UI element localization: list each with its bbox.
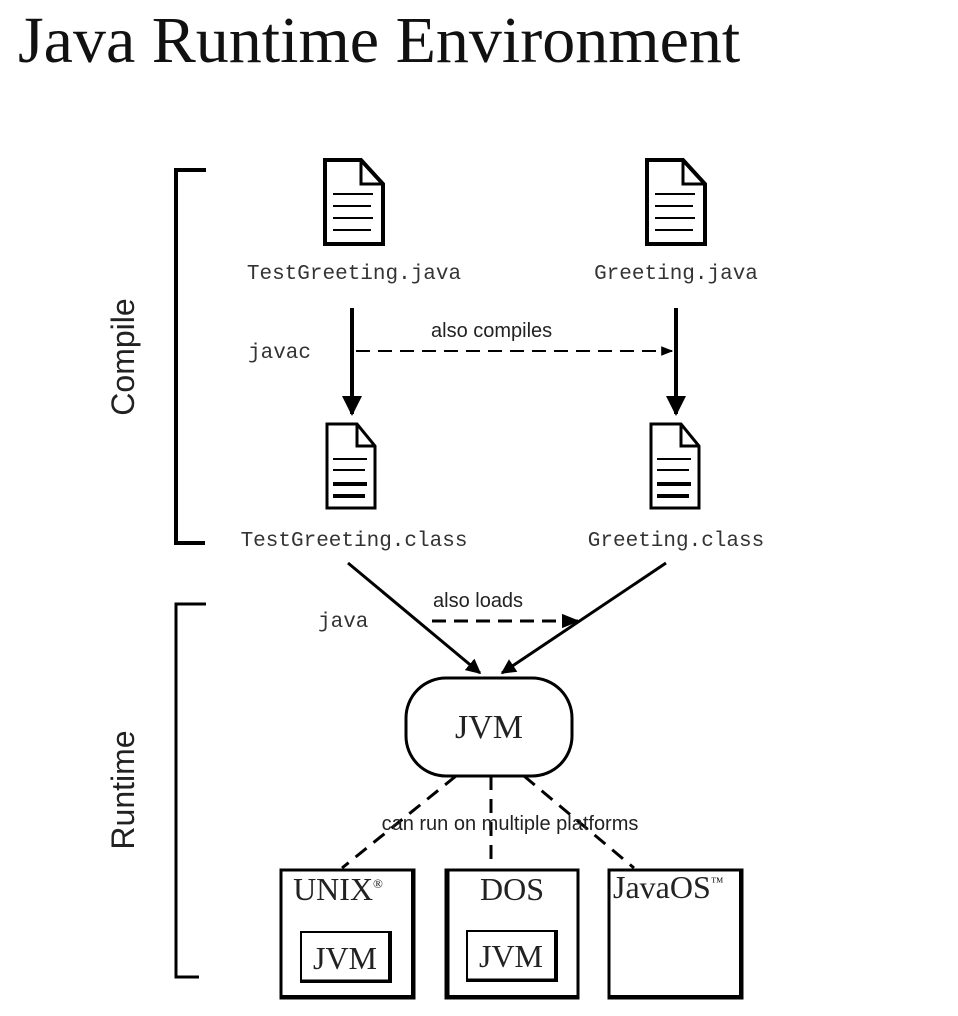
document-icon [323,158,385,246]
trademark-mark: ™ [711,874,724,889]
also-compiles-label: also compiles [431,320,552,342]
platform-name: JavaOS [613,869,711,905]
jvm-node-label: JVM [455,709,523,746]
multiple-platforms-label: can run on multiple platforms [382,813,639,835]
compile-section-label: Compile [105,298,141,415]
class-file-label: TestGreeting.class [241,530,468,553]
platform-javaos: JavaOS™ [607,868,744,1000]
javac-label: javac [248,342,311,365]
inner-jvm-label: JVM [479,938,543,974]
compile-bracket [174,168,206,545]
jvm-node [404,676,574,778]
java-arrow [347,561,482,675]
source-file-label: TestGreeting.java [247,263,461,286]
runtime-bracket [174,602,206,979]
diagram-title: Java Runtime Environment [18,4,740,77]
registered-mark: ® [373,876,383,891]
document-icon [649,422,701,510]
runtime-section-label: Runtime [105,730,141,849]
source-file-label: Greeting.java [594,263,758,286]
document-icon [325,422,377,510]
svg-text:UNIX®: UNIX® [293,871,383,907]
platform-name: UNIX [293,871,373,907]
svg-text:JavaOS™: JavaOS™ [613,869,724,905]
platform-name: DOS [480,871,544,907]
class-file-label: Greeting.class [588,530,764,553]
platform-connector [341,774,457,870]
platform-unix: UNIX® JVM [279,868,416,1000]
also-loads-label: also loads [433,590,523,612]
platform-connector [523,774,635,870]
load-arrow [500,561,667,675]
inner-jvm-label: JVM [313,940,377,976]
platform-dos: DOS JVM [444,868,580,1000]
java-label: java [318,611,368,634]
document-icon [645,158,707,246]
